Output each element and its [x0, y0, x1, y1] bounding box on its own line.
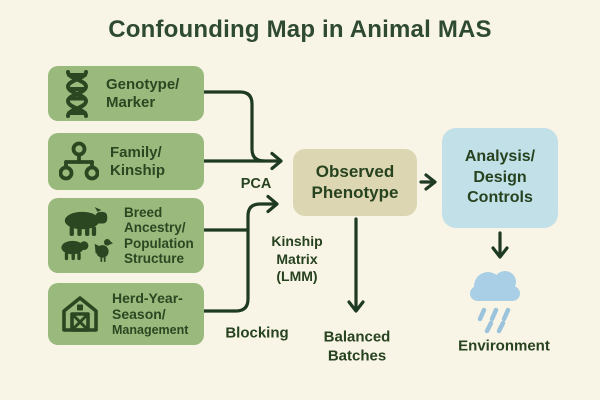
- factor-label: Breed Ancestry/ Population Structure: [124, 205, 194, 267]
- arrowhead-batches: [347, 300, 365, 313]
- factor-box-herd-year-season: Herd-Year- Season/ Management: [48, 283, 204, 345]
- kinship-matrix-line: Kinship: [271, 232, 323, 249]
- dna-icon: [66, 69, 88, 118]
- kinship-matrix-line: (LMM): [276, 267, 318, 284]
- kinship-matrix-line: Matrix: [276, 250, 318, 267]
- page-title: Confounding Map in Animal MAS: [108, 16, 492, 43]
- factor-label-line: Ancestry/: [124, 220, 186, 236]
- family-tree-icon: [59, 141, 99, 180]
- arrow-herd-to-phenotype: [201, 202, 278, 313]
- arrow-genotype-merge: [201, 90, 266, 163]
- controls-line: Analysis/: [464, 147, 536, 165]
- balanced-batches-label: Balanced Batches: [324, 328, 391, 366]
- factor-label-line: Genotype/: [106, 76, 180, 94]
- pca-label: PCA: [240, 175, 272, 192]
- factor-label-line: Herd-Year-: [112, 289, 183, 306]
- blocking-label: Blocking: [225, 324, 289, 342]
- balanced-batches-line: Batches: [327, 347, 387, 364]
- factor-label: Family/ Kinship: [110, 144, 165, 178]
- controls-line: Controls: [467, 189, 533, 207]
- cloud-shape: [470, 271, 520, 301]
- factor-label-line: Structure: [124, 250, 185, 266]
- arrowhead-environment: [491, 246, 509, 259]
- kinship-matrix-label: Kinship Matrix (LMM): [271, 233, 322, 286]
- factor-label-line: Season/: [112, 305, 166, 322]
- factor-label: Genotype/ Marker: [106, 76, 179, 110]
- factor-label-line: Family/: [110, 144, 162, 162]
- factor-box-genotype-marker: Genotype/ Marker: [48, 66, 204, 121]
- factor-label: Herd-Year- Season/ Management: [112, 289, 189, 337]
- rain-cloud-icon: [470, 271, 520, 334]
- arrowhead-kinship: [266, 194, 279, 214]
- arrowhead-pca: [270, 151, 283, 171]
- factor-box-breed-ancestry: Breed Ancestry/ Population Structure: [48, 198, 204, 273]
- balanced-batches-line: Balanced: [323, 328, 391, 346]
- controls-line: Design: [473, 168, 527, 186]
- factor-label-line: Management: [112, 322, 189, 337]
- factor-label-line: Kinship: [110, 161, 165, 179]
- environment-label: Environment: [458, 337, 550, 355]
- observed-phenotype-line: Phenotype: [311, 182, 399, 202]
- arrowhead-controls: [424, 173, 437, 191]
- factor-box-family-kinship: Family/ Kinship: [48, 133, 204, 190]
- rain-drops: [477, 307, 511, 334]
- observed-phenotype-box: Observed Phenotype: [293, 149, 417, 216]
- livestock-icon: [61, 206, 113, 262]
- analysis-design-controls-box: Analysis/ Design Controls: [442, 128, 558, 228]
- factor-label-line: Population: [124, 235, 194, 251]
- factor-label-line: Breed: [124, 204, 163, 220]
- environment-figure: [462, 264, 532, 341]
- barn-icon: [62, 296, 98, 332]
- factor-label-line: Marker: [106, 93, 156, 111]
- observed-phenotype-line: Observed: [315, 161, 395, 181]
